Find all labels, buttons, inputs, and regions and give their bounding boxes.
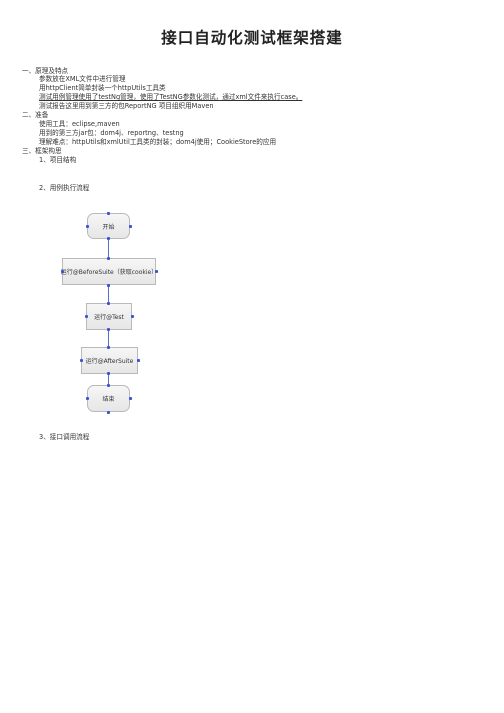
principle-line-2: 用httpClient简单封装一个httpUtils工具类 <box>39 84 166 92</box>
preparation-line-2: 用到的第三方jar包：dom4j、reportng、testng <box>39 129 184 137</box>
flow-anchor-dot <box>107 372 110 375</box>
flow-anchor-dot <box>107 328 110 331</box>
framework-item-case-flow: 2、用例执行流程 <box>39 184 90 192</box>
flow-anchor-dot <box>129 225 132 228</box>
flow-anchor-dot <box>107 302 110 305</box>
flow-anchor-dot <box>155 270 158 273</box>
principle-line-3: 测试用例管理使用了testNg管理，使用了TestNG参数化测试，通过xml文件… <box>39 93 303 101</box>
flow-connector-4 <box>108 373 109 385</box>
flow-anchor-dot <box>107 237 110 240</box>
flow-connector-2 <box>108 285 109 303</box>
section-heading-principles: 一、原理及特点 <box>22 67 69 75</box>
flow-anchor-dot <box>61 270 64 273</box>
flow-connector-1 <box>108 238 109 258</box>
section-heading-framework: 三、框架构思 <box>22 147 62 155</box>
flow-anchor-dot <box>86 397 89 400</box>
flow-anchor-dot <box>107 212 110 215</box>
document-title: 接口自动化测试框架搭建 <box>161 29 343 47</box>
flow-anchor-dot <box>107 346 110 349</box>
flow-anchor-dot <box>86 225 89 228</box>
principle-line-1: 参数放在XML文件中进行管理 <box>39 75 126 83</box>
flow-connector-3 <box>108 329 109 347</box>
flow-anchor-dot <box>107 411 110 414</box>
flow-node-after-suite: 运行@AfterSuite <box>81 347 138 374</box>
framework-item-structure: 1、项目结构 <box>39 156 77 164</box>
flow-anchor-dot <box>80 359 83 362</box>
framework-item-api-flow: 3、接口调用流程 <box>39 433 90 441</box>
flow-anchor-dot <box>107 384 110 387</box>
flow-anchor-dot <box>107 257 110 260</box>
preparation-line-1: 使用工具：eclipse,maven <box>39 120 120 128</box>
section-heading-preparation: 二、准备 <box>22 111 49 119</box>
flow-anchor-dot <box>137 359 140 362</box>
principle-line-4: 测试报告这里用到第三方的包ReportNG 项目组织用Maven <box>39 102 214 110</box>
flow-anchor-dot <box>85 315 88 318</box>
flow-node-test: 运行@Test <box>86 303 132 330</box>
flow-anchor-dot <box>129 397 132 400</box>
flow-node-before-suite: 运行@BeforeSuite（获取cookie） <box>61 258 157 285</box>
flow-node-end: 结束 <box>87 385 130 412</box>
flow-anchor-dot <box>131 315 134 318</box>
flow-anchor-dot <box>107 284 110 287</box>
flow-node-start: 开始 <box>87 213 130 239</box>
preparation-line-3: 理解难点：httpUtils和xmlUtil工具类的封装；dom4j使用；Coo… <box>39 138 277 146</box>
